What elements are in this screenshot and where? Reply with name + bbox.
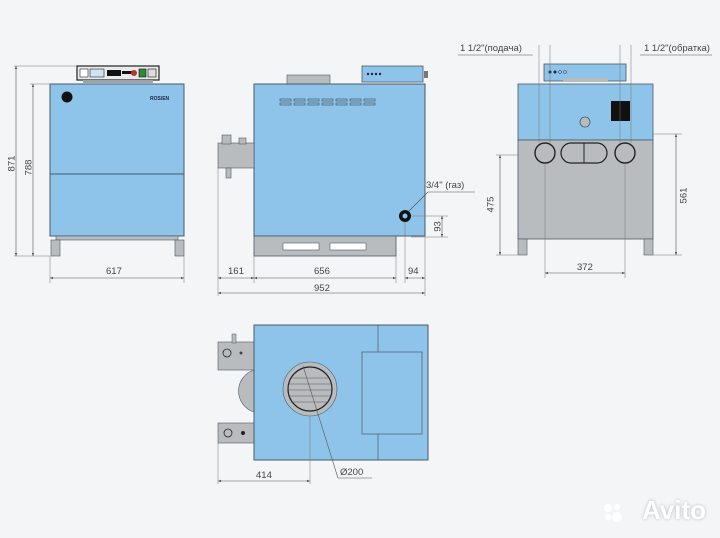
return-pipe-label: 1 1/2"(обратка) — [644, 43, 710, 54]
gas-connection-label: 3/4" (газ) — [426, 180, 465, 191]
dim-flue-offset: 414 — [256, 470, 272, 481]
dim-flue-height: 561 — [678, 187, 690, 204]
brand-logo-icon — [61, 91, 73, 103]
dim-gas-x: 94 — [408, 266, 419, 277]
front-body — [49, 83, 185, 237]
supply-pipe-label: 1 1/2"(подача) — [460, 43, 522, 54]
dim-body-height: 788 — [23, 159, 35, 176]
rear-view — [458, 45, 712, 278]
return-pipe — [614, 142, 636, 164]
dim-pipe-spacing: 372 — [577, 262, 593, 273]
dim-pipe-height: 475 — [485, 196, 497, 213]
dim-total-depth: 952 — [314, 283, 330, 294]
rear-body — [517, 83, 654, 141]
side-body — [253, 83, 426, 237]
dim-flue-diameter: Ø200 — [340, 467, 364, 478]
front-view: ROS/EN — [14, 65, 185, 283]
dim-gas-offset: 93 — [432, 221, 444, 232]
avito-logo-icon — [604, 504, 622, 522]
dim-rear-pipes: 161 — [228, 266, 244, 277]
dim-total-height: 871 — [6, 155, 18, 172]
side-view — [217, 65, 475, 296]
dim-front-width: 617 — [106, 266, 122, 277]
side-control-box — [361, 65, 424, 83]
supply-pipe — [534, 142, 556, 164]
watermark: Avito — [641, 495, 706, 525]
top-view — [217, 324, 429, 484]
dim-body-depth: 656 — [314, 266, 330, 277]
svg-text:ROS/EN: ROS/EN — [150, 96, 170, 102]
rating-plate — [611, 101, 630, 121]
rear-pipe-manifold — [217, 142, 255, 169]
